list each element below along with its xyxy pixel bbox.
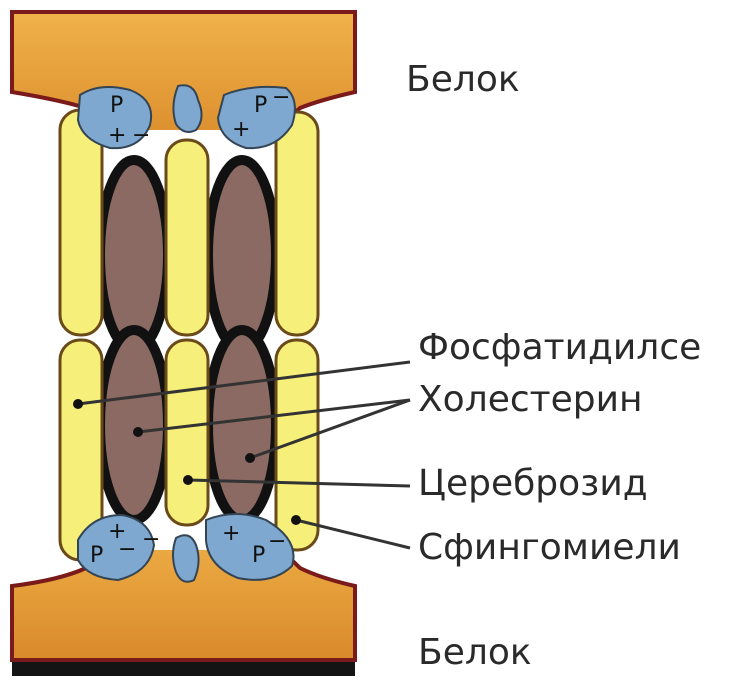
label-cholesterol: Холестерин xyxy=(418,382,643,418)
tail-left-upper xyxy=(60,110,102,335)
charge-p-bl: P xyxy=(90,543,103,568)
label-protein-bottom: Белок xyxy=(418,635,532,671)
tail-center-lower xyxy=(166,340,208,525)
charge-p-tr: P xyxy=(254,93,267,118)
charge-minus-br: − xyxy=(268,529,286,554)
cholesterol-left-lower xyxy=(100,330,168,520)
tail-center-upper xyxy=(166,140,208,335)
dot-cholesterol-2 xyxy=(245,453,255,463)
cholesterol-right-lower xyxy=(208,330,276,520)
charge-minus-tr: − xyxy=(272,85,290,110)
charge-p-tl: P xyxy=(110,93,123,118)
charge-plus-br: + xyxy=(222,521,240,546)
tail-right-upper xyxy=(276,112,318,335)
bottom-dark-strip xyxy=(12,662,355,676)
label-phosphatidylserine: Фосфатидилсе xyxy=(418,330,701,366)
label-sphingomyelin: Сфингомиели xyxy=(418,530,681,566)
charge-minus-bl: − xyxy=(118,537,136,562)
dot-cholesterol-1 xyxy=(133,427,143,437)
dot-sphingomyelin xyxy=(291,515,301,525)
charge-p-br: P xyxy=(252,543,265,568)
dot-cerebroside xyxy=(183,475,193,485)
label-cerebroside: Цереброзид xyxy=(418,466,648,502)
charge-minus-tl: − xyxy=(132,123,150,148)
label-protein-top: Белок xyxy=(406,62,520,98)
dot-phosphatidylserine xyxy=(73,399,83,409)
charge-minus-bl2: − xyxy=(142,527,160,552)
cholesterol-right-upper xyxy=(208,160,276,350)
charge-plus-tr: + xyxy=(232,117,250,142)
charge-plus-tl: + xyxy=(108,123,126,148)
cholesterol-left-upper xyxy=(100,160,168,350)
head-bottom-center xyxy=(173,535,199,582)
